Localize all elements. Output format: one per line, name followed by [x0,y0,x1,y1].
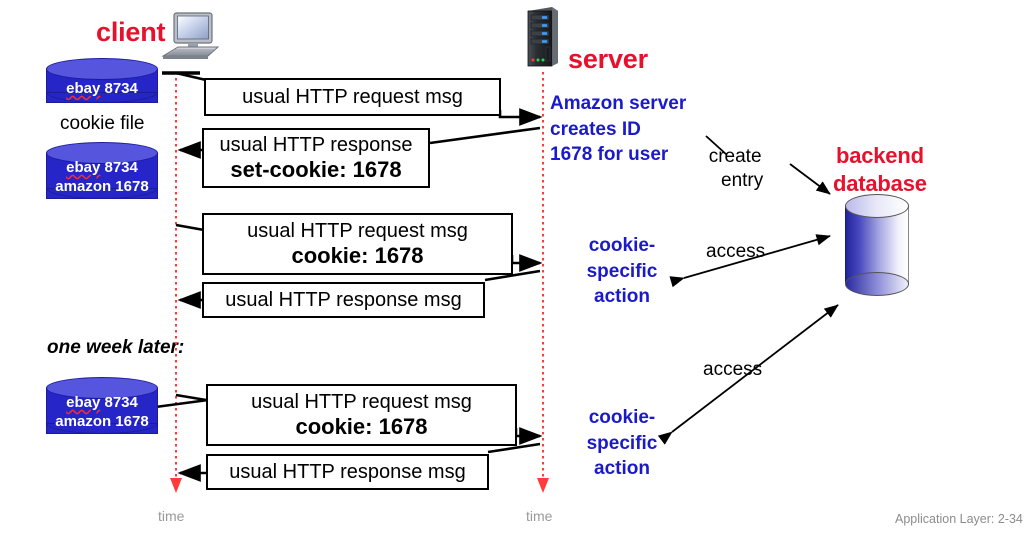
conn-req2-right [510,254,543,272]
message-box-req-3-line-1: usual HTTP request msg [251,390,472,413]
time-label-client: time [158,508,185,524]
message-box-req-2-line-2: cookie: 1678 [291,242,424,268]
cookie-file-one-week-later-lines: ebay 8734 amazon 1678 [55,394,149,430]
cookie-file-initial-line-1: ebay 8734 [66,80,138,97]
db-action-access-2: access [703,359,763,380]
cookie-file-initial: ebay 8734 [46,58,158,114]
message-box-req-3: usual HTTP request msg cookie: 1678 [206,384,517,446]
laptop-icon [160,8,222,68]
server-note-create-id-line-3: 1678 for user [550,144,669,166]
slide-footer: Application Layer: 2-34 [895,512,1023,526]
cookie-action-1-line-2: specific [586,260,658,282]
db-action-create-entry: create entry [707,145,764,193]
server-note-create-id-line-1: Amazon server [550,93,687,114]
server-tower-icon [524,5,564,67]
cookie-action-2-line-1: cookie- [588,407,656,428]
backend-database-label: backend database [833,142,927,197]
one-week-later-label: one week later: [47,337,185,358]
create-entry-line-1: create [708,146,762,167]
cookie-file-after-set-cookie-lines: ebay 8734 amazon 1678 [55,159,149,195]
cookie-action-1-line-1: cookie- [588,235,656,256]
message-box-resp-1-line-2: set-cookie: 1678 [230,156,402,182]
message-box-req-1: usual HTTP request msg [204,78,501,116]
conn-req1-right [498,108,543,126]
message-box-resp-2-line-1: usual HTTP response msg [225,288,462,311]
message-box-req-2-line-1: usual HTTP request msg [247,219,468,242]
time-label-server: time [526,508,553,524]
backend-database-icon [845,194,909,296]
backend-database-line-2: database [833,170,927,196]
message-box-resp-3-line-1: usual HTTP response msg [229,460,466,483]
server-note-cookie-action-2: cookie- specific action [582,405,662,482]
message-box-resp-2: usual HTTP response msg [202,282,485,318]
cookie-action-1-line-3: action [594,286,650,308]
arrow-create-entry [789,163,831,195]
cookie-file-one-week-later: ebay 8734 amazon 1678 [46,377,158,445]
server-note-create-id: Amazon server creates ID 1678 for user [550,91,686,168]
message-box-resp-3: usual HTTP response msg [206,454,489,490]
message-box-req-3-line-2: cookie: 1678 [295,413,428,439]
backend-database-line-1: backend [835,143,924,168]
conn-req3-left [175,393,207,402]
create-entry-line-2: entry [721,169,764,191]
server-label: server [568,44,648,74]
message-box-req-2: usual HTTP request msg cookie: 1678 [202,213,513,275]
server-note-create-id-line-2: creates ID [550,118,641,140]
message-box-resp-1: usual HTTP response set-cookie: 1678 [202,128,430,188]
cookie-action-2-line-2: specific [586,432,658,454]
message-box-resp-1-line-1: usual HTTP response [219,133,413,156]
cookie-action-2-line-3: action [594,458,650,480]
conn-resp1-right [429,126,541,145]
server-note-cookie-action-1: cookie- specific action [582,233,662,310]
conn-req2-left [175,223,205,232]
client-label: client [96,17,166,47]
db-action-access-1: access [706,241,766,262]
conn-req1-left [175,71,207,82]
message-box-req-1-line-1: usual HTTP request msg [242,85,463,108]
cookie-file-after-set-cookie: ebay 8734 amazon 1678 [46,142,158,210]
cookie-file-label: cookie file [60,113,145,134]
conn-req3-right [514,427,543,445]
